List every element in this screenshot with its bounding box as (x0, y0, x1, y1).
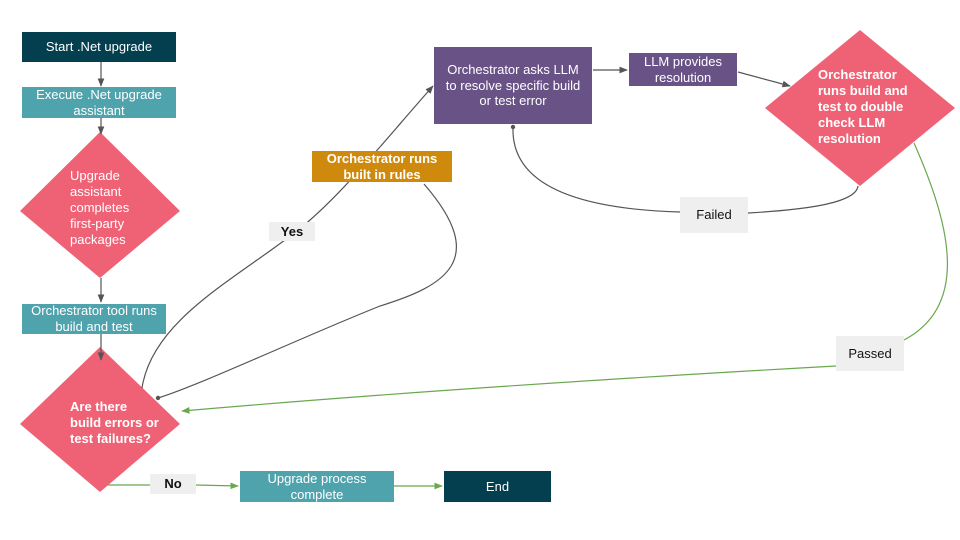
edge-rules-to-errors (157, 183, 457, 399)
node-orchestrator-build: Orchestrator tool runs build and test (22, 303, 166, 334)
node-execute-assistant: Execute .Net upgrade assistant (22, 87, 176, 118)
edge-failed-to-ask (512, 127, 859, 214)
edge-label-passed: Passed (836, 336, 904, 371)
decision-build-errors-text: Are there build errors or test failures? (70, 399, 159, 446)
edge-failed-endpoint-dot (510, 124, 516, 130)
decision-build-errors (20, 347, 180, 492)
edge-label-failed: Failed (680, 197, 748, 233)
node-upgrade-complete: Upgrade process complete (240, 471, 394, 502)
edge-llm-to-check (737, 71, 791, 88)
edge-passed-to-errors (182, 142, 948, 411)
decision-double-check (765, 30, 955, 186)
node-end: End (444, 471, 551, 502)
node-llm-resolution: LLM provides resolution (629, 53, 737, 86)
decision-double-check-text: Orchestrator runs build and test to doub… (818, 67, 908, 146)
edge-no-to-complete (108, 485, 238, 486)
edge-label-no: No (150, 474, 196, 494)
decision-assistant-completes (20, 132, 180, 278)
edge-rules-endpoint-dot (155, 395, 161, 401)
decision-assistant-completes-text: Upgrade assistant completes first-party … (70, 168, 130, 247)
node-orchestrator-rules: Orchestrator runs built in rules (312, 151, 452, 182)
node-ask-llm: Orchestrator asks LLM to resolve specifi… (434, 47, 592, 124)
edge-label-yes: Yes (269, 222, 315, 241)
node-start: Start .Net upgrade (22, 32, 176, 62)
